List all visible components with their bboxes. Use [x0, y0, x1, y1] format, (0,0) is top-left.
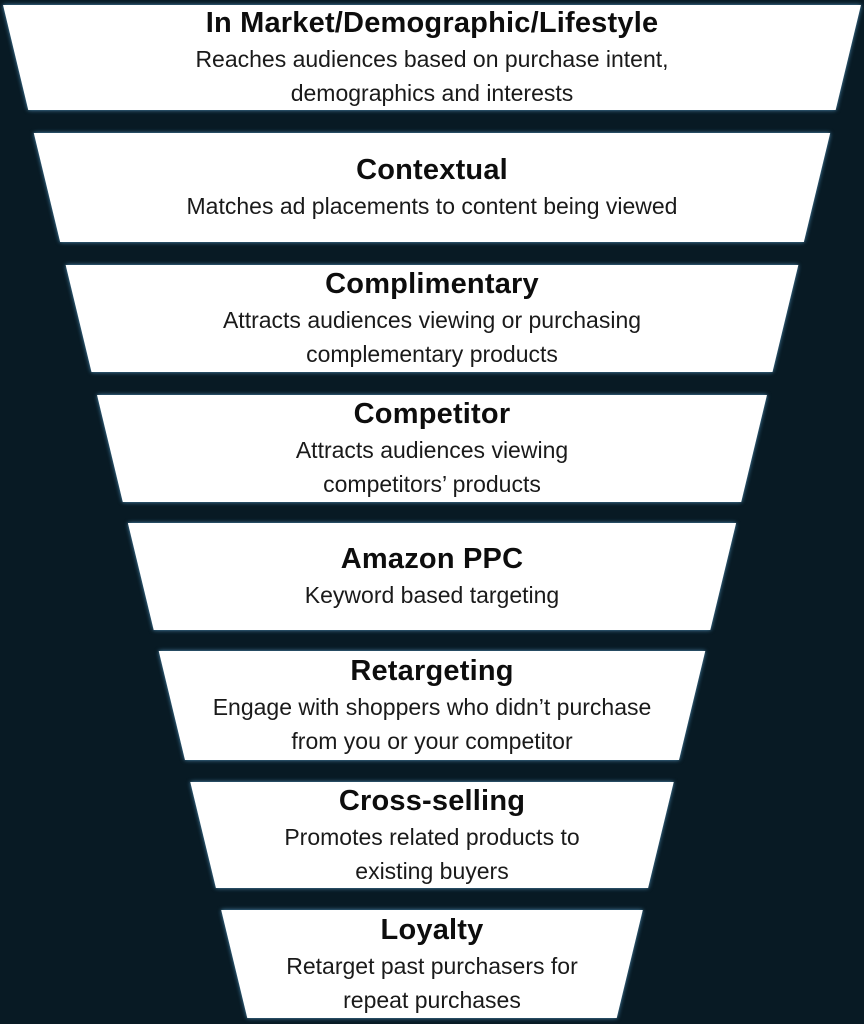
funnel-level-title: Complimentary	[325, 268, 539, 300]
funnel-level-amazon-ppc: Amazon PPC Keyword based targeting	[0, 523, 864, 630]
funnel-level-description: Attracts audiences viewing competitors’ …	[295, 437, 569, 497]
funnel-level-panel: In Market/Demographic/Lifestyle Reaches …	[3, 5, 861, 110]
funnel-level-cross-selling: Cross-selling Promotes related products …	[0, 782, 864, 888]
funnel-level-panel: Competitor Attracts audiences viewing co…	[97, 395, 767, 502]
funnel-level-description: Reaches audiences based on purchase inte…	[195, 46, 669, 106]
funnel-level-loyalty: Loyalty Retarget past purchasers for rep…	[0, 910, 864, 1018]
funnel-level-in-market: In Market/Demographic/Lifestyle Reaches …	[0, 5, 864, 110]
funnel-level-description: Engage with shoppers who didn’t purchase…	[212, 694, 652, 754]
funnel-level-title: Cross-selling	[338, 784, 526, 817]
funnel-level-panel: Amazon PPC Keyword based targeting	[127, 523, 737, 630]
funnel-level-panel: Cross-selling Promotes related products …	[190, 782, 674, 888]
funnel-level-panel: Contextual Matches ad placements to cont…	[33, 133, 831, 242]
funnel-level-panel: Loyalty Retarget past purchasers for rep…	[221, 910, 643, 1018]
funnel-level-description: Attracts audiences viewing or purchasing…	[222, 307, 642, 367]
funnel-level-description: Retarget past purchasers for repeat purc…	[286, 952, 578, 1013]
funnel-level-description: Matches ad placements to content being v…	[186, 193, 678, 219]
funnel-level-description: Keyword based targeting	[304, 582, 560, 608]
funnel-level-title: Retargeting	[350, 655, 514, 687]
funnel-level-title: Loyalty	[380, 913, 484, 946]
funnel-level-title: In Market/Demographic/Lifestyle	[205, 7, 659, 39]
funnel-level-panel: Retargeting Engage with shoppers who did…	[158, 651, 706, 760]
funnel-level-title: Contextual	[356, 154, 508, 186]
funnel-level-panel: Complimentary Attracts audiences viewing…	[65, 265, 799, 372]
funnel-level-competitor: Competitor Attracts audiences viewing co…	[0, 395, 864, 502]
funnel-level-title: Competitor	[353, 398, 511, 430]
funnel-level-description: Promotes related products to existing bu…	[284, 823, 580, 884]
funnel-level-retargeting: Retargeting Engage with shoppers who did…	[0, 651, 864, 760]
funnel-level-contextual: Contextual Matches ad placements to cont…	[0, 133, 864, 242]
funnel-level-title: Amazon PPC	[340, 543, 524, 575]
funnel-level-complimentary: Complimentary Attracts audiences viewing…	[0, 265, 864, 372]
